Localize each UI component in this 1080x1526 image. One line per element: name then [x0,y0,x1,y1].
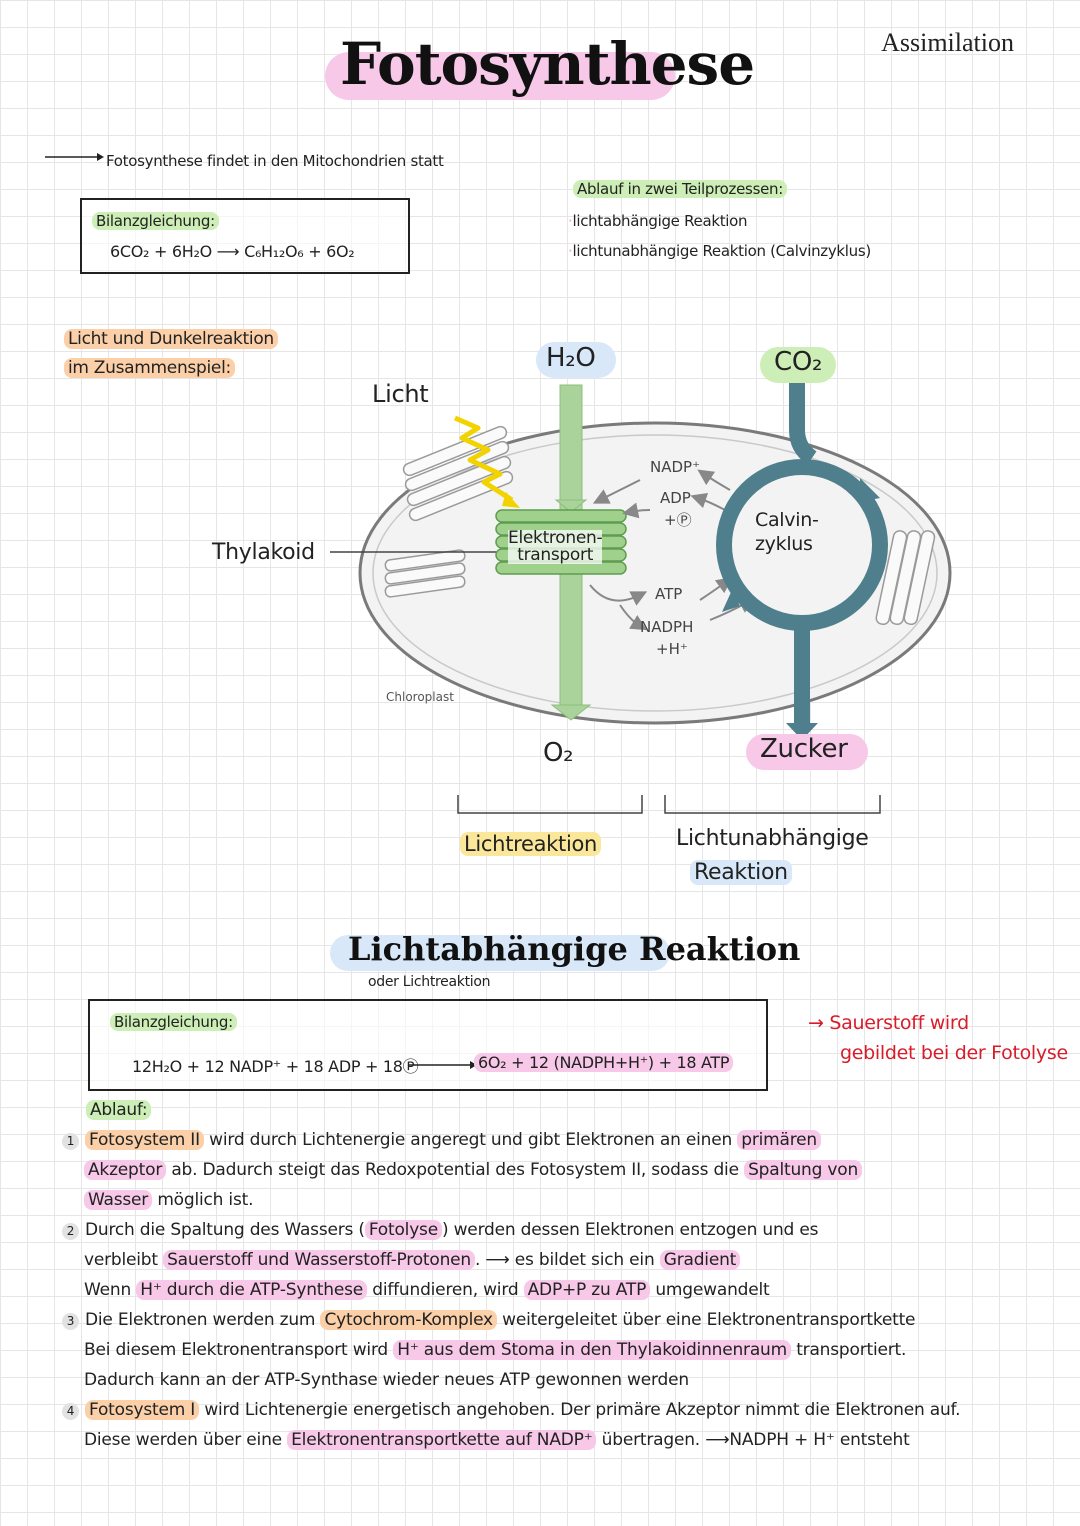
water-label: H₂O [546,343,596,373]
hplus-label: +H⁺ [656,640,688,658]
light-balance-label: Bilanzgleichung: [110,1013,237,1031]
o2-arrow-icon [550,704,592,721]
light-equation-left: 12H₂O + 12 NADP⁺ + 18 ADP + 18Ⓟ [132,1057,419,1076]
dark-reaction-label-2: Reaktion [690,860,792,885]
step-number: 1 [62,1133,79,1150]
balance-label: Bilanzgleichung: [92,212,219,230]
o2-label: O₂ [543,738,574,768]
side-note-2: gebildet bei der Fotolyse [840,1042,1068,1064]
step-number: 2 [62,1223,79,1240]
chloroplast-label: Chloroplast [386,690,454,704]
nadp-label: NADP⁺ [650,458,700,476]
arrow-icon [699,577,733,601]
nadph-label: NADPH [640,618,694,636]
lightning-icon [454,415,514,503]
side-note-1: → Sauerstoff wird [808,1012,969,1034]
sugar-arrow-icon [786,723,818,740]
step-2-line-3: Wenn H⁺ durch die ATP-Synthese diffundie… [84,1280,770,1300]
step-number: 4 [62,1403,79,1420]
process-item: ·lichtunabhängige Reaktion (Calvinzyklus… [568,242,871,260]
balance-equation: 6CO₂ + 6H₂O ⟶ C₆H₁₂O₆ + 6O₂ [110,242,355,261]
sugar-outflow [794,623,810,723]
title-highlight [325,52,675,100]
location-note: Fotosynthese findet in den Mitochondrien… [106,152,444,170]
section-title: Lichtabhängige Reaktion [348,930,801,968]
step-number: 3 [62,1313,79,1330]
dark-reaction-label-1: Lichtunabhängige [676,826,869,851]
step-3-line-3: Dadurch kann an der ATP-Synthase wieder … [84,1370,689,1390]
atp-label: ATP [655,585,683,603]
thylakoid-stack-icon [875,530,936,626]
step-1-line-2: Akzeptor ab. Dadurch steigt das Redoxpot… [84,1160,863,1180]
light-label: Licht [372,380,429,408]
step-1-line-3: Wasser möglich ist. [84,1190,253,1210]
light-balance-box: Bilanzgleichung: 12H₂O + 12 NADP⁺ + 18 A… [88,999,768,1091]
interplay-line1: Licht und Dunkelreaktion [64,329,278,349]
arrow-icon [619,604,647,631]
thylakoid-label: Thylakoid [212,540,315,565]
co2-inflow [789,380,817,465]
procedure-label: Ablauf: [86,1100,152,1120]
interplay-line2: im Zusammenspiel: [64,358,235,378]
bracket-light [457,795,643,814]
phosphate-label: +Ⓟ [664,511,692,529]
page-title: Fotosynthese [340,30,755,98]
balance-box: Bilanzgleichung: 6CO₂ + 6H₂O ⟶ C₆H₁₂O₆ +… [80,198,410,274]
co2-label: CO₂ [774,347,823,377]
thylakoid-stack-icon [384,549,466,598]
process-item: ·lichtabhängige Reaktion [568,212,748,230]
electron-transport-label: Elektronen- transport [508,528,603,565]
section-subtitle: oder Lichtreaktion [368,974,491,990]
arrow-icon [622,502,651,519]
bracket-dark [664,795,881,814]
step-2-line-2: verbleibt Sauerstoff und Wasserstoff-Pro… [84,1250,741,1270]
chloroplast-inner-membrane [372,434,938,712]
calvin-label: Calvin- zyklus [755,509,819,555]
step-4-line-2: Diese werden über eine Elektronentranspo… [84,1430,910,1450]
light-reaction-label: Lichtreaktion [460,832,602,856]
arrow-icon [690,492,726,511]
arrow-icon [697,469,731,491]
corner-label: Assimilation [881,28,1014,57]
process-heading: Ablauf in zwei Teilprozessen: [573,180,787,198]
arrow-icon [589,584,648,606]
arrow-icon [45,153,104,161]
arrow-icon [408,1061,477,1069]
adp-label: ADP [660,489,691,507]
step-3-line-2: Bei diesem Elektronentransport wird H⁺ a… [84,1340,907,1360]
sugar-label: Zucker [760,734,848,764]
chloroplast-diagram [330,380,952,814]
arrow-icon [592,479,641,504]
light-equation-right: 6O₂ + 12 (NADPH+H⁺) + 18 ATP [474,1053,734,1072]
